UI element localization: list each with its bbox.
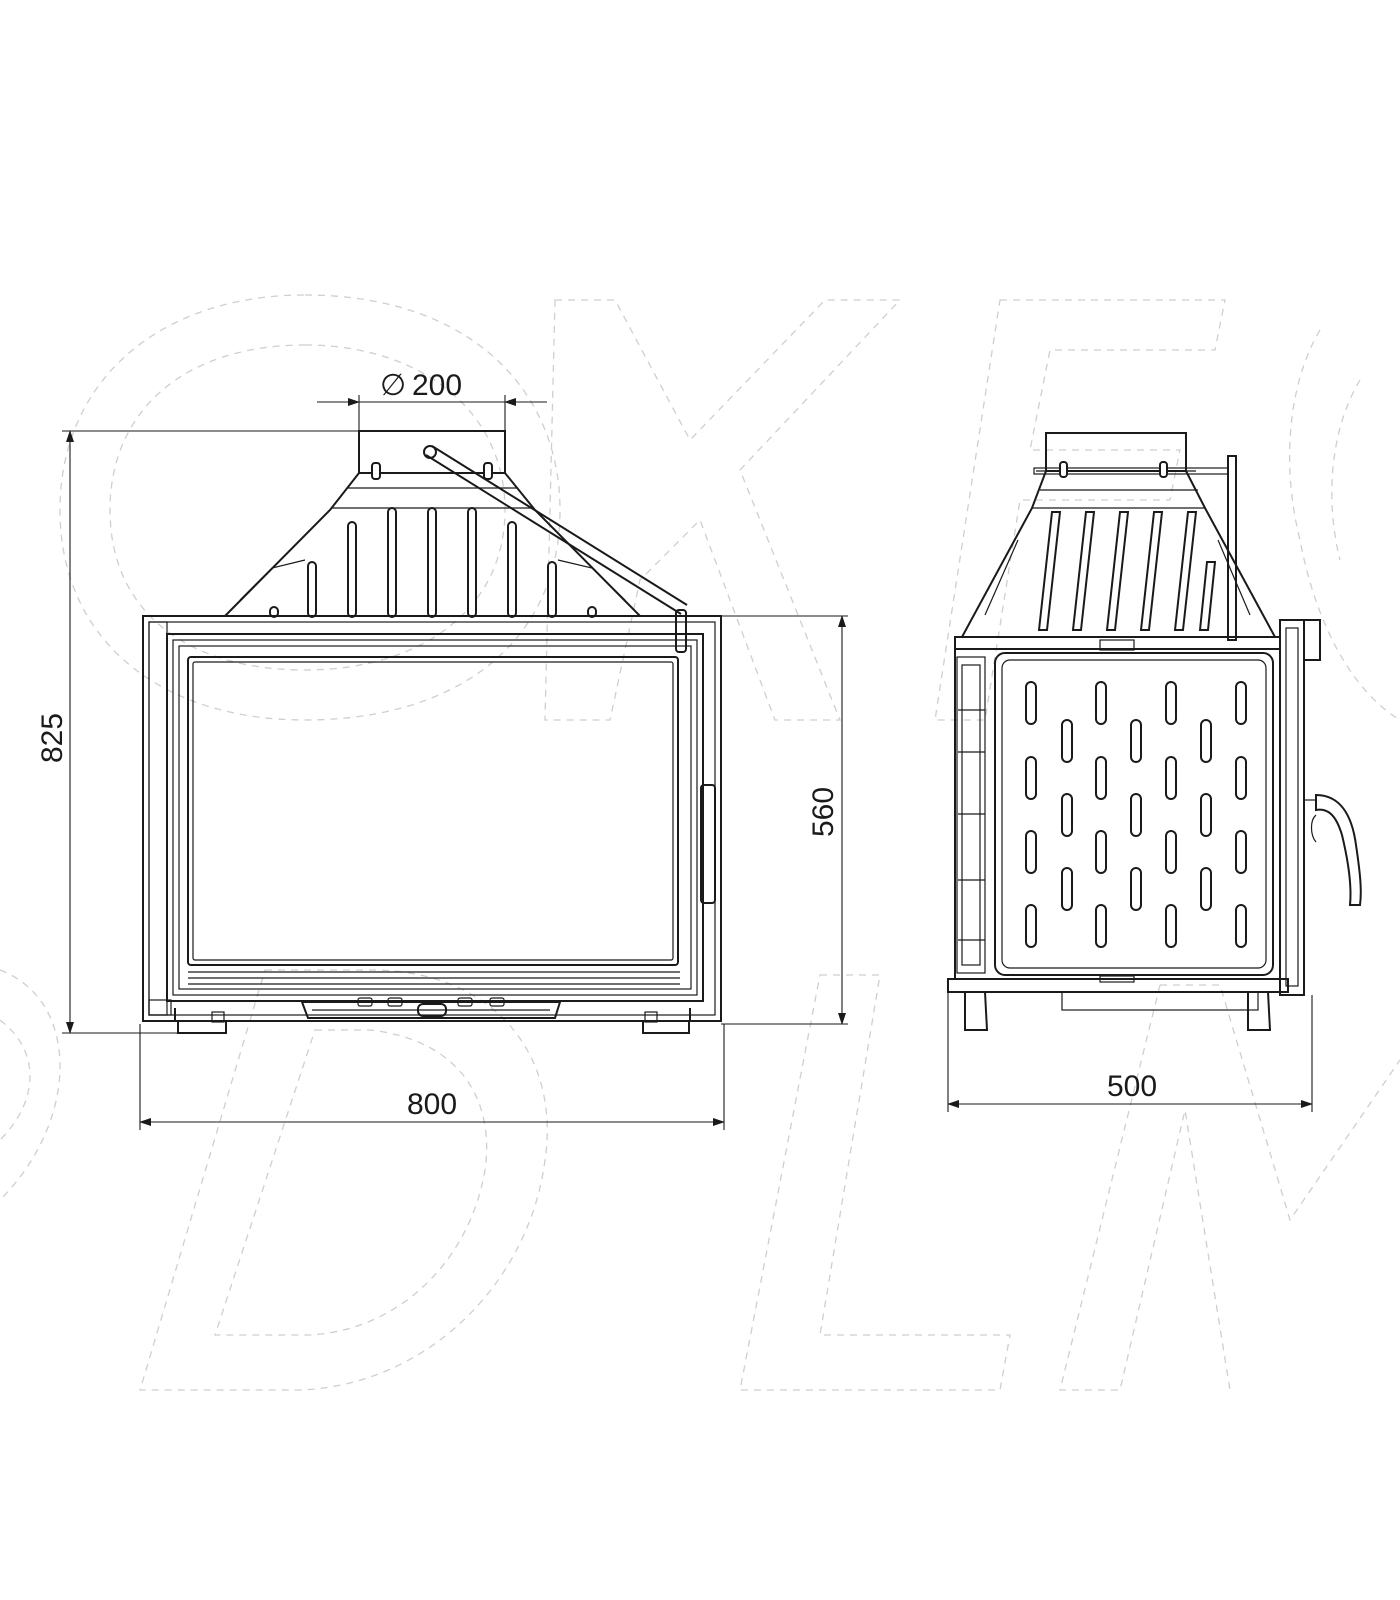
side-door-frame	[1279, 619, 1305, 996]
hood-ribs	[269, 507, 597, 618]
dim-total-height: 825	[36, 430, 359, 1034]
front-width-value: 800	[407, 1088, 457, 1121]
flue-diameter-symbol: ∅	[380, 369, 406, 402]
watermark-logo	[0, 294, 1400, 1391]
dim-front-width: 800	[139, 1024, 725, 1130]
body-height-value: 560	[807, 787, 840, 837]
dim-body-height: 560	[721, 615, 848, 1025]
door-handle	[700, 784, 716, 904]
air-control-slider	[417, 1003, 447, 1017]
side-top-ledge	[954, 636, 1281, 650]
side-hood-right	[1185, 470, 1276, 638]
front-view	[142, 430, 722, 1034]
door-glass	[187, 656, 679, 966]
side-view	[947, 432, 1362, 1031]
side-body	[954, 648, 1281, 980]
side-hood-left	[961, 470, 1047, 638]
side-hood-ribs	[1037, 511, 1217, 631]
door-frame	[166, 633, 704, 1002]
side-depth-value: 500	[1107, 1070, 1157, 1103]
flue-diameter-value: 200	[412, 369, 462, 402]
dim-flue-diameter: ∅ 200	[317, 369, 547, 431]
dim-side-depth: 500	[947, 992, 1313, 1112]
damper-lever	[425, 454, 682, 615]
air-control-bar	[300, 1001, 562, 1019]
side-panel	[994, 652, 1274, 976]
side-door-handle	[1315, 793, 1362, 906]
side-panel-slots	[1025, 681, 1247, 948]
side-base	[947, 978, 1289, 993]
total-height-value: 825	[36, 713, 69, 763]
